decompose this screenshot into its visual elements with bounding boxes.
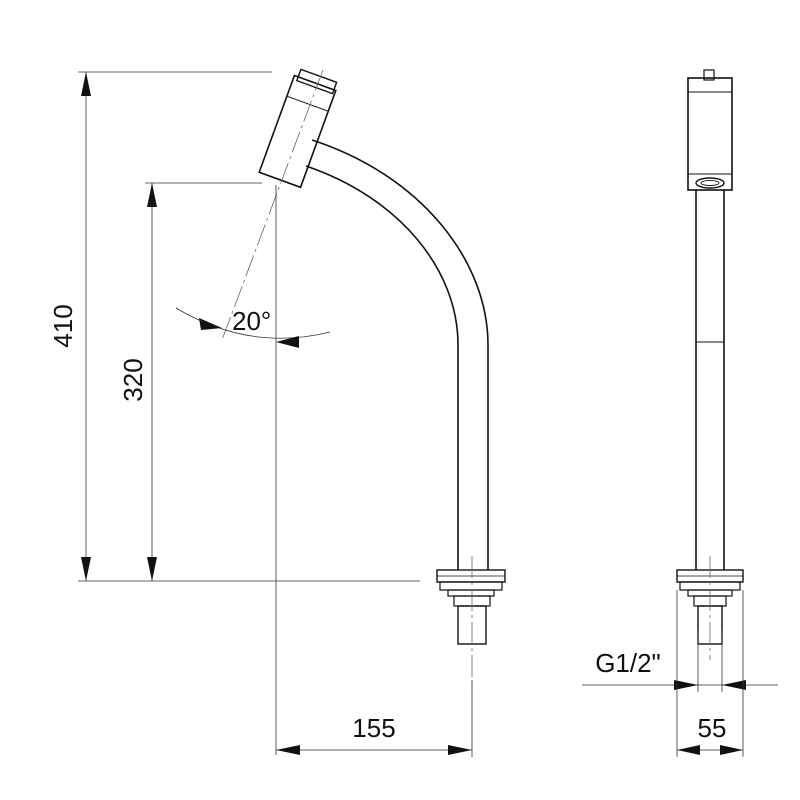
base-fitting (436, 556, 506, 690)
dimension-55-label: 55 (698, 713, 727, 743)
dimension-410: 410 (48, 71, 420, 582)
dimension-angle: 20° (175, 306, 331, 348)
side-aerator (695, 177, 725, 189)
dimension-thread: G1/2" (582, 630, 778, 692)
outlet-axis-line (221, 69, 324, 341)
dimension-155: 155 (276, 680, 473, 757)
front-view: 410 320 20° 155 (48, 68, 506, 757)
side-base-fitting (676, 556, 744, 660)
spout-pipe-outer (311, 139, 489, 570)
spout-pipe-inner (305, 165, 459, 570)
dimension-155-label: 155 (352, 713, 395, 743)
outlet-head (258, 68, 338, 189)
side-head-body (687, 77, 733, 191)
dimension-55: 55 (676, 590, 744, 757)
dimension-410-label: 410 (48, 304, 78, 347)
dimension-320-label: 320 (118, 358, 148, 401)
dimension-thread-label: G1/2" (595, 648, 661, 678)
side-view: G1/2" 55 (582, 69, 778, 757)
dimension-angle-label: 20° (232, 306, 271, 336)
dimension-320: 320 (118, 182, 262, 581)
